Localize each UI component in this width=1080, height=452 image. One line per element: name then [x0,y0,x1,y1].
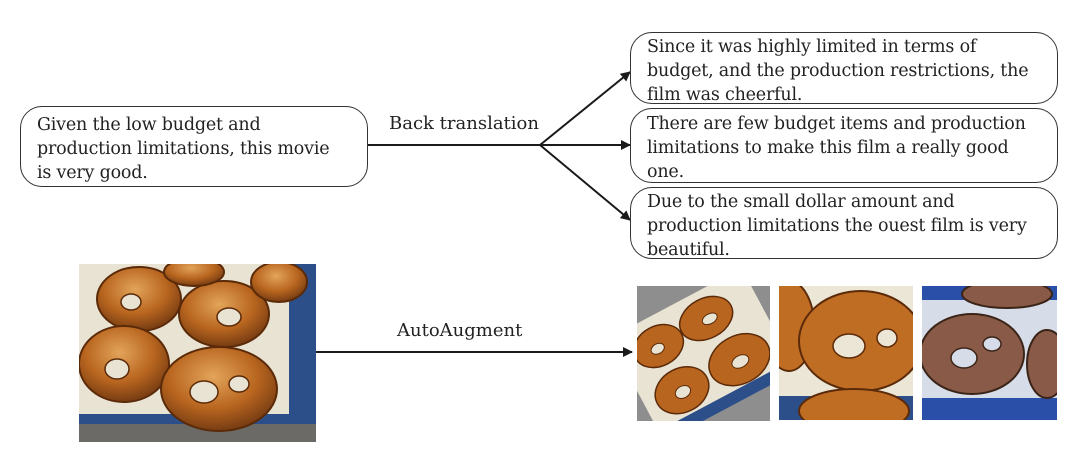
arrow-to-output-3 [539,144,631,221]
autoaugment-label: AutoAugment [397,320,523,341]
output-pretzel-photo-color-shifted [922,286,1057,420]
back-translation-label: Back translation [389,113,539,134]
output-pretzel-photo-zoomed [779,286,913,420]
arrow-to-output-1 [539,71,631,146]
output-pretzel-photo-rotated [637,286,770,421]
input-pretzel-photo [79,264,316,442]
input-sentence-box: Given the low budget and production limi… [20,106,368,187]
output-sentence-box-1: Since it was highly limited in terms of … [630,32,1058,105]
output-sentence-box-3: Due to the small dollar amount and produ… [630,187,1058,260]
output-sentence-box-2: There are few budget items and productio… [630,108,1058,183]
